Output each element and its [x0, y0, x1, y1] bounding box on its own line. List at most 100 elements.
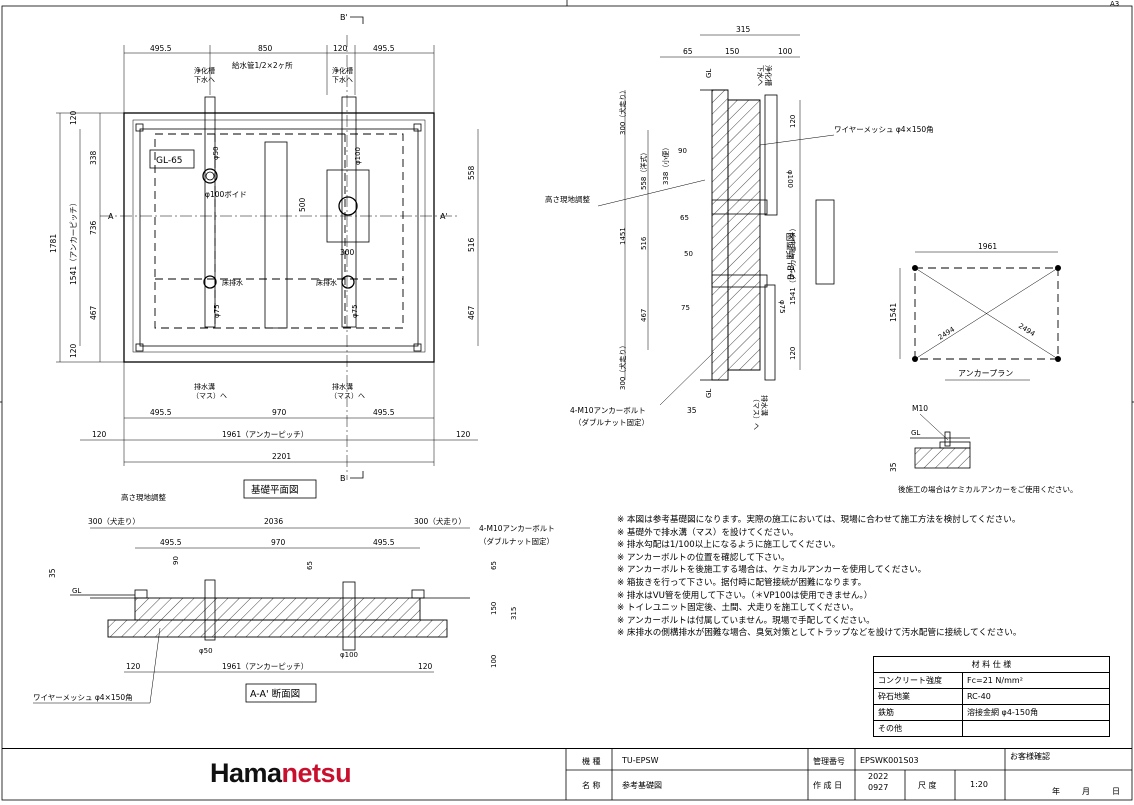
spec-value: 溶接金網 φ4-150角	[962, 704, 1110, 721]
foundation-plan: GL-65 495.5 850 120 495.5 給水管1/2×2ヶ所 B' …	[49, 13, 479, 499]
void-note: φ100ボイド	[205, 190, 247, 199]
bb-right-pitch: 1541（アンカーピッチ）	[789, 224, 797, 305]
note-item: ※ 床排水の側構排水が困難な場合、臭気対策としてトラップなどを設けて汚水配管に接…	[617, 628, 1022, 639]
spec-label: コンクリート強度	[873, 672, 963, 689]
plan-dim-right: 467	[467, 305, 476, 320]
bb-height-adjust: 高さ現地調整	[545, 194, 590, 204]
box-height: 500	[298, 197, 307, 212]
aa-d65a: 65	[306, 561, 314, 570]
bb-d35: 35	[687, 406, 697, 415]
bb-d75: 75	[681, 304, 690, 312]
plan-dim-top: 495.5	[150, 44, 172, 53]
date-value-year: 2022	[868, 772, 889, 781]
bb-slab	[711, 89, 729, 381]
bb-left-300b: 300（犬走り）	[618, 342, 627, 390]
phi75-right: φ75	[351, 304, 359, 318]
anchor-bolt	[413, 123, 422, 132]
name-label: 名 称	[582, 781, 601, 790]
scale-label: 尺 度	[918, 781, 937, 790]
spec-label: 鉄筋	[873, 704, 963, 721]
anchor-bolt	[135, 343, 144, 352]
aa-gl: GL	[72, 587, 81, 595]
day-label: 日	[1112, 787, 1120, 796]
box-width: 300	[340, 248, 355, 257]
mgmt-label: 管理番号	[813, 757, 845, 766]
section-bb: 315 65 150 100 浄化槽 下水へ GL 300（犬走り） 558（洋…	[545, 25, 934, 430]
sheet-size-label: A3	[1110, 0, 1119, 8]
aa-slab	[134, 597, 421, 621]
aa-d315: 315	[510, 607, 518, 620]
logo-part: netsu	[281, 758, 352, 788]
phi100-label: φ100	[354, 147, 362, 165]
septic-right-2: 下水へ	[332, 75, 353, 84]
plan-dim-left: 467	[89, 305, 98, 320]
plan-gl-label: GL-65	[156, 156, 183, 166]
section-mark-bottom: B	[340, 474, 346, 483]
plan-dim-right: 558	[467, 165, 476, 180]
bb-left-1451: 1451	[619, 227, 627, 245]
plan-dim-right: 516	[467, 237, 476, 252]
bb-septic-1: 浄化槽	[764, 65, 773, 86]
aa-d100: 100	[490, 655, 498, 668]
aa-bot-pitch: 1961（アンカーピッチ）	[222, 662, 308, 671]
aa-phi50: φ50	[199, 647, 213, 655]
plan-pitch-dim: 1961（アンカーピッチ）	[222, 430, 308, 439]
aa-top-mid: 2036	[264, 517, 283, 526]
floor-drain-right	[341, 275, 355, 289]
bb-left-300a: 300（犬走り）	[618, 87, 627, 135]
section-aa: 高さ現地調整 300（犬走り） 2036 300（犬走り） 495.5 970 …	[33, 492, 555, 704]
box-out	[326, 169, 370, 243]
year-label: 年	[1052, 787, 1060, 796]
aa-d35: 35	[48, 568, 57, 578]
aa-d150: 150	[490, 602, 498, 615]
phi75-left: φ75	[213, 304, 221, 318]
aa-top-left: 300（犬走り）	[88, 516, 140, 526]
anchor-bolt	[413, 343, 422, 352]
bb-septic-2: 下水へ	[756, 65, 765, 86]
anchor-plan-diag1: 2494	[937, 325, 957, 342]
drain-right-2: （マス）へ	[330, 392, 365, 400]
bb-phi75: φ75	[778, 300, 786, 314]
spec-label: 砕石地業	[873, 688, 963, 705]
spec-value: RC-40	[962, 688, 1110, 705]
plan-left-overall: 1781	[49, 234, 58, 253]
notes-list: ※ 本図は参考基礎図になります。実際の施工においては、現場に合わせて施工方法を検…	[617, 514, 1117, 640]
bb-top-150: 150	[725, 47, 740, 56]
anchor-plan-title: アンカープラン	[958, 369, 1013, 378]
bb-top-315: 315	[736, 25, 751, 34]
month-label: 月	[1082, 787, 1090, 796]
aa-dim-mid: 495.5	[373, 538, 395, 547]
spec-value: Fc=21 N/mm²	[962, 672, 1110, 689]
note-item: ※ アンカーボルトを後施工する場合は、ケミカルアンカーを使用してください。	[617, 565, 927, 576]
section-mark-left: A	[108, 212, 114, 221]
date-value-mmdd: 0927	[868, 783, 889, 792]
bb-mesh: ワイヤーメッシュ φ4×150角	[834, 124, 934, 134]
aa-height-adjust: 高さ現地調整	[121, 492, 166, 502]
bb-right-120b: 120	[789, 347, 797, 360]
plan-overall-width: 2201	[272, 452, 291, 461]
section-mark-top: B'	[340, 13, 348, 22]
note-item: ※ 基礎外で排水溝（マス）を設けてください。	[617, 527, 799, 538]
logo-part: Hama	[210, 758, 282, 788]
bb-phi100: φ100	[786, 170, 794, 188]
bb-left-516: 516	[640, 236, 648, 250]
model-label: 機 種	[582, 757, 601, 766]
note-item: ※ 箱抜きを行って下さい。据付時に配管接続が困難になります。	[617, 577, 867, 588]
note-item: ※ トイレユニット固定後、土間、犬走りを施工してください。	[617, 603, 859, 614]
aa-anchor-sub: （ダブルナット固定）	[479, 536, 554, 546]
phi50-hole	[202, 168, 218, 184]
note-item: ※ 排水はVU管を使用して下さい。（＊VP100は使用できません。）	[617, 590, 873, 601]
water-supply-note: 給水管1/2×2ヶ所	[232, 60, 293, 70]
plan-dim-left: 120	[69, 110, 78, 125]
bb-gl-bottom: GL	[705, 389, 713, 398]
aa-d90: 90	[172, 556, 180, 565]
mgmt-value: EPSWK001S03	[860, 756, 919, 765]
bb-left-338: 338（小便）	[661, 144, 670, 185]
bb-right-120a: 120	[789, 115, 797, 128]
drain-left-2: （マス）へ	[192, 392, 227, 400]
plan-edge-right: 120	[456, 430, 471, 439]
detail-d35: 35	[889, 462, 898, 472]
customer-label: お客様確認	[1010, 752, 1050, 761]
date-label: 作 成 日	[813, 781, 843, 790]
